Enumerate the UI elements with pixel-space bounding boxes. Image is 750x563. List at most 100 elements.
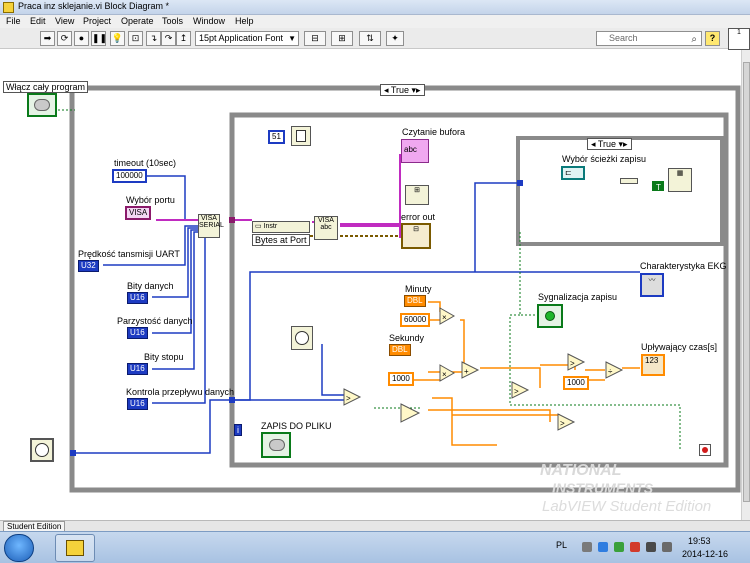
outer-case-selector[interactable]: ◂ True ▾▸ (380, 84, 425, 96)
multiply-node-a (439, 307, 456, 325)
path-label: Wybór ścieżki zapisu (562, 154, 646, 164)
stop-bits-label: Bity stopu (144, 352, 184, 362)
labview-icon (66, 540, 84, 556)
chevron-down-icon: ▼ (288, 34, 296, 43)
retain-wire-values-icon[interactable]: ⊡ (128, 31, 143, 46)
svg-text:×: × (442, 370, 447, 379)
build-path-node[interactable] (620, 178, 638, 184)
seconds-terminal[interactable]: DBL (389, 344, 411, 356)
clock-icon (295, 331, 309, 345)
minutes-terminal[interactable]: DBL (404, 295, 426, 307)
menu-help[interactable]: Help (235, 16, 254, 26)
const-1000-a[interactable]: 1000 (388, 372, 414, 386)
clean-up-diagram-icon[interactable]: ✦ (386, 31, 404, 46)
inner-case-selector[interactable]: ◂ True ▾▸ (587, 138, 632, 150)
main-switch-terminal[interactable] (27, 93, 57, 117)
svg-text:×: × (442, 313, 447, 322)
inner-case-structure (229, 112, 729, 468)
search-input[interactable]: Search ⌕ (596, 31, 702, 46)
step-over-icon[interactable]: ↷ (161, 31, 176, 46)
security-icon[interactable] (630, 542, 640, 552)
abort-icon[interactable]: ● (74, 31, 89, 46)
menu-file[interactable]: File (6, 16, 21, 26)
vi-connector-icon[interactable]: 1 (728, 28, 750, 50)
tick-count-node[interactable] (291, 326, 313, 350)
context-help-button[interactable]: ? (705, 31, 720, 46)
taskbar-labview-button[interactable] (55, 534, 95, 562)
format-node[interactable]: ⊞ (405, 185, 429, 205)
greater-node-d (557, 413, 576, 431)
select-node (400, 403, 421, 423)
language-indicator[interactable]: PL (556, 540, 568, 550)
vertical-scrollbar[interactable] (741, 50, 750, 520)
flow-label: Kontrola przepływu danych (126, 387, 235, 397)
clock-time[interactable]: 19:53 (688, 536, 711, 546)
bytes-at-port-property[interactable]: Bytes at Port (252, 234, 310, 246)
wait-ms-node[interactable] (30, 438, 54, 462)
const-1000-b[interactable]: 1000 (563, 376, 589, 390)
menu-edit[interactable]: Edit (30, 16, 46, 26)
align-objects-icon[interactable]: ⊟ (304, 31, 326, 46)
block-diagram-canvas[interactable]: × × + > > ÷ > > Włącz cały program ◂ Tru… (0, 50, 741, 520)
baud-terminal[interactable]: U32 (78, 260, 99, 272)
elapsed-indicator: 123 (641, 354, 665, 376)
stop-terminal[interactable] (699, 444, 711, 456)
clock-date[interactable]: 2014-12-16 (682, 549, 729, 559)
start-button[interactable] (4, 534, 34, 562)
seconds-label: Sekundy (389, 333, 425, 343)
tray-chevron-icon[interactable] (582, 542, 592, 552)
flow-terminal[interactable]: U16 (127, 398, 148, 410)
baud-label: Prędkość tansmisji UART (78, 249, 180, 259)
network-icon[interactable] (598, 542, 608, 552)
svg-text:+: + (464, 367, 469, 376)
reorder-icon[interactable]: ⇅ (359, 31, 381, 46)
menu-tools[interactable]: Tools (162, 16, 184, 26)
const-60000[interactable]: 60000 (400, 313, 431, 327)
port-label: Wybór portu (126, 195, 175, 205)
menu-view[interactable]: View (55, 16, 75, 26)
speaker-icon[interactable] (662, 542, 672, 552)
windows-taskbar: PL 19:53 2014-12-16 (0, 531, 750, 563)
minutes-label: Minuty (405, 284, 432, 294)
const-51[interactable]: 51 (268, 130, 285, 144)
read-buffer-indicator: abc (401, 139, 429, 163)
svg-text:>: > (570, 359, 575, 368)
step-into-icon[interactable]: ↴ (146, 31, 161, 46)
distribute-objects-icon[interactable]: ⊞ (331, 31, 353, 46)
menu-operate[interactable]: Operate (121, 16, 154, 26)
run-continuously-icon[interactable]: ⟳ (57, 31, 72, 46)
action-center-icon[interactable] (614, 542, 624, 552)
bool-true-constant[interactable]: T (652, 181, 664, 192)
signal-led-indicator (537, 304, 563, 328)
pause-icon[interactable]: ❚❚ (91, 31, 107, 46)
toggle-icon (269, 439, 285, 451)
volume-icon[interactable] (646, 542, 656, 552)
write-spreadsheet-node[interactable]: ▦ (668, 168, 692, 192)
menu-window[interactable]: Window (193, 16, 226, 26)
font-selector[interactable]: 15pt Application Font ▼ (195, 31, 299, 46)
data-bits-terminal[interactable]: U16 (127, 292, 148, 304)
window-title: Praca inz sklejanie.vi Block Diagram * (18, 1, 170, 11)
wait-node[interactable] (291, 126, 311, 146)
port-terminal[interactable]: VISA (125, 206, 152, 220)
scrollbar-thumb[interactable] (743, 62, 750, 502)
property-node[interactable]: ▭ Instr (252, 221, 310, 233)
parity-terminal[interactable]: U16 (127, 327, 148, 339)
status-bar: Student Edition (0, 520, 750, 532)
signal-label: Sygnalizacja zapisu (538, 292, 618, 302)
toggle-icon (34, 99, 50, 111)
save-switch-terminal[interactable] (261, 432, 291, 458)
highlight-execution-icon[interactable]: 💡 (110, 31, 125, 46)
timeout-constant[interactable]: 100000 (112, 169, 147, 183)
stop-bits-terminal[interactable]: U16 (127, 363, 148, 375)
step-out-icon[interactable]: ↥ (176, 31, 191, 46)
svg-text:>: > (560, 419, 565, 428)
multiply-node-b (439, 364, 456, 382)
diagram-wires: × × + > > ÷ > > (58, 85, 741, 493)
menu-project[interactable]: Project (83, 16, 112, 26)
path-terminal[interactable]: ⊏ (561, 166, 585, 180)
run-arrow-icon[interactable]: ➡ (40, 31, 55, 46)
greater-node-b (567, 353, 586, 371)
